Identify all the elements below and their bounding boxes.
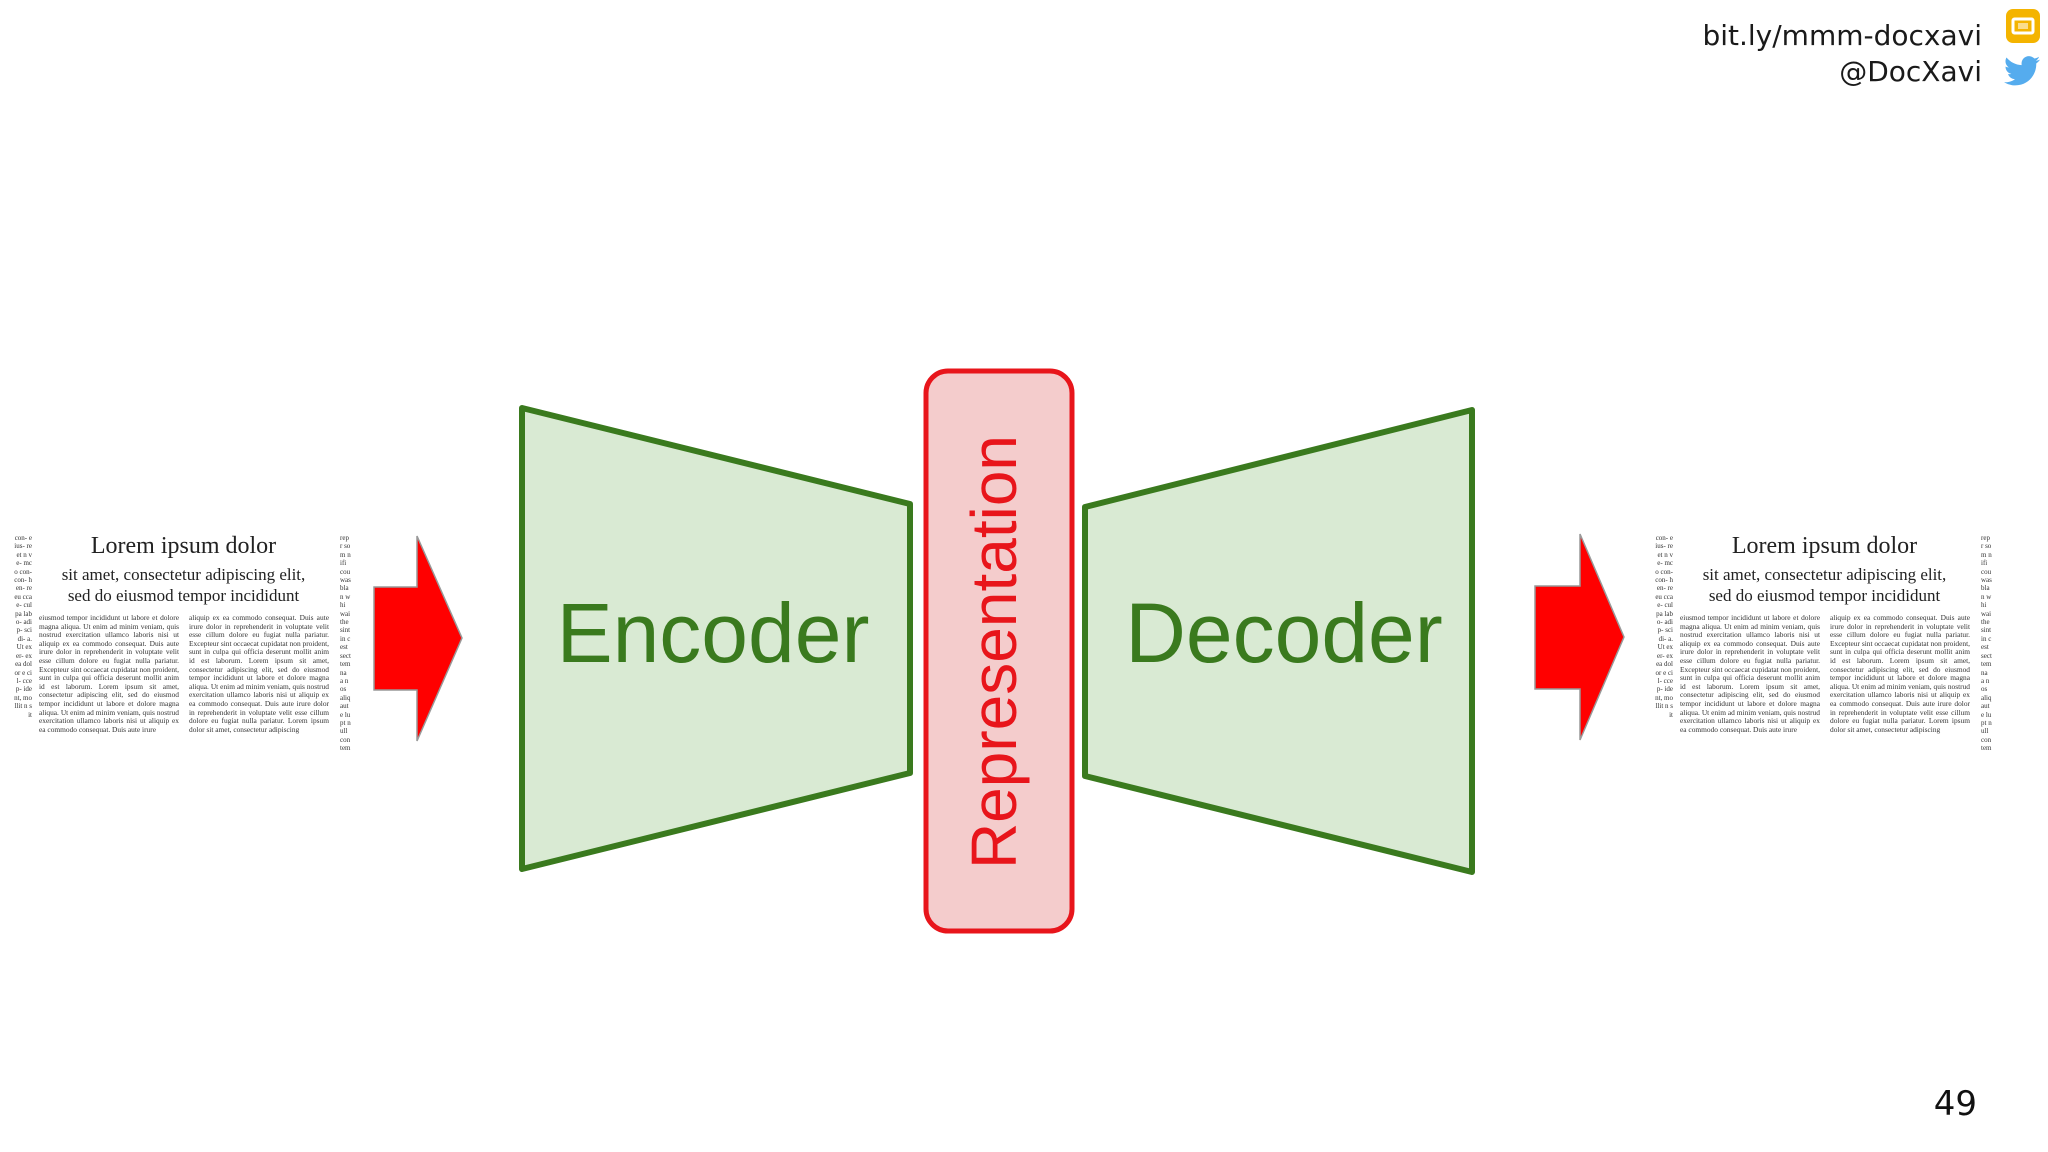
document-body-column: eiusmod tempor incididunt ut labore et d… (1680, 614, 1820, 734)
document-title: Lorem ipsum dolor (1731, 533, 1918, 559)
document-body-column: aliquip ex ea commodo consequat. Duis au… (189, 614, 329, 734)
twitter-handle[interactable]: @DocXavi (1839, 55, 1982, 88)
encoder-label: Encoder (557, 586, 870, 680)
twitter-bird-icon[interactable] (2003, 56, 2041, 86)
input-arrow (373, 535, 463, 742)
encoder-block (519, 405, 913, 872)
input-document: con- eius- re et n ve- mco con- con- hen… (6, 530, 351, 762)
document-right-edge-text: repr som nifi cou was blan whi wai the s… (340, 534, 351, 753)
decoder-label: Decoder (1125, 586, 1443, 680)
document-subtitle: sit amet, consectetur adipiscing elit, s… (36, 564, 331, 606)
decoder-block (1082, 407, 1475, 875)
document-subtitle-line: sed do eiusmod tempor incididunt (1708, 586, 1941, 605)
slides-url[interactable]: bit.ly/mmm-docxavi (1702, 19, 1982, 52)
document-subtitle: sit amet, consectetur adipiscing elit, s… (1677, 564, 1972, 606)
document-subtitle-line: sed do eiusmod tempor incididunt (67, 586, 300, 605)
header-links: bit.ly/mmm-docxavi @DocXavi (1702, 18, 1982, 90)
representation-box (923, 368, 1075, 934)
document-body-column: eiusmod tempor incididunt ut labore et d… (39, 614, 179, 734)
document-right-edge-text: repr som nifi cou was blan whi wai the s… (1981, 534, 1992, 753)
representation-label: Representation (958, 435, 1030, 869)
output-arrow (1534, 533, 1625, 741)
document-left-edge-text: con- eius- re et n ve- mco con- con- hen… (14, 534, 32, 719)
document-body-column: aliquip ex ea commodo consequat. Duis au… (1830, 614, 1970, 734)
document-title: Lorem ipsum dolor (90, 533, 277, 559)
document-subtitle-line: sit amet, consectetur adipiscing elit, (61, 565, 306, 584)
document-subtitle-line: sit amet, consectetur adipiscing elit, (1702, 565, 1947, 584)
page-number: 49 (1933, 1084, 1977, 1124)
google-slides-icon[interactable] (2005, 8, 2041, 44)
document-left-edge-text: con- eius- re et n ve- mco con- con- hen… (1655, 534, 1673, 719)
output-document: con- eius- re et n ve- mco con- con- hen… (1647, 530, 1992, 762)
